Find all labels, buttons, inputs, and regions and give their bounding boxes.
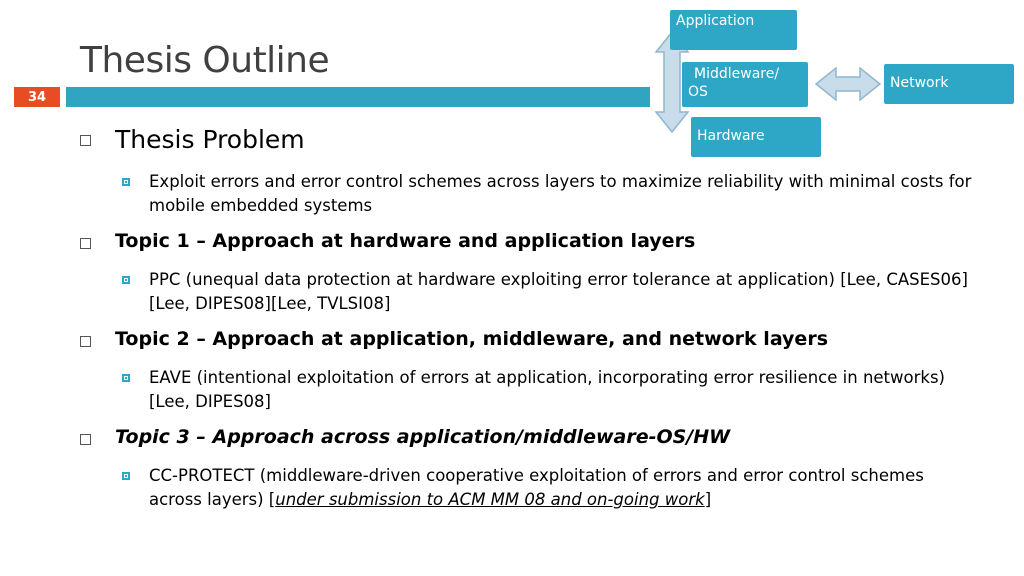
- sub-bullet-topic-3: CC-PROTECT (middleware-driven cooperativ…: [122, 464, 972, 512]
- bullet-heading: Topic 2 – Approach at application, middl…: [115, 328, 829, 350]
- middleware-os-box: Middleware/ OS: [682, 62, 808, 107]
- hollow-square-bullet-icon: [80, 336, 91, 347]
- hardware-box: Hardware: [691, 117, 821, 157]
- sub-bullet-topic-1: PPC (unequal data protection at hardware…: [122, 268, 972, 316]
- middleware-label: Middleware/: [694, 66, 780, 82]
- application-box: Application: [670, 10, 797, 50]
- application-label: Application: [676, 13, 755, 29]
- square-bullet-icon: [122, 276, 130, 284]
- os-label: OS: [688, 84, 708, 100]
- hardware-label: Hardware: [697, 128, 765, 144]
- sub-bullet-text-after: ]: [704, 490, 712, 509]
- bullet-heading: Thesis Problem: [115, 125, 305, 154]
- hollow-square-bullet-icon: [80, 238, 91, 249]
- network-box: Network: [884, 64, 1014, 104]
- sub-bullet-topic-2: EAVE (intentional exploitation of errors…: [122, 366, 972, 414]
- square-bullet-icon: [122, 374, 130, 382]
- square-bullet-icon: [122, 472, 130, 480]
- sub-bullet-text: PPC (unequal data protection at hardware…: [149, 270, 968, 313]
- hollow-square-bullet-icon: [80, 434, 91, 445]
- bullet-topic-1: Topic 1 – Approach at hardware and appli…: [80, 230, 695, 252]
- horizontal-double-arrow-icon: [814, 66, 882, 102]
- bullet-heading: Topic 1 – Approach at hardware and appli…: [115, 230, 696, 252]
- sub-bullet-text: EAVE (intentional exploitation of errors…: [149, 368, 945, 411]
- sub-bullet-thesis-problem: Exploit errors and error control schemes…: [122, 170, 972, 218]
- sub-bullet-text: Exploit errors and error control schemes…: [149, 172, 972, 215]
- bullet-topic-3: Topic 3 – Approach across application/mi…: [80, 426, 730, 448]
- hollow-square-bullet-icon: [80, 135, 91, 146]
- bullet-heading: Topic 3 – Approach across application/mi…: [115, 426, 731, 448]
- bullet-topic-2: Topic 2 – Approach at application, middl…: [80, 328, 828, 350]
- bullet-thesis-problem: Thesis Problem: [80, 125, 305, 154]
- slide-number: 34: [14, 87, 60, 107]
- network-label: Network: [890, 75, 949, 91]
- title-rule: [66, 87, 650, 107]
- square-bullet-icon: [122, 178, 130, 186]
- sub-bullet-text-before: CC-PROTECT (middleware-driven cooperativ…: [149, 466, 924, 509]
- slide-title: Thesis Outline: [80, 40, 330, 81]
- sub-bullet-text: CC-PROTECT (middleware-driven cooperativ…: [149, 464, 972, 512]
- submission-status-link: under submission to ACM MM 08 and on-goi…: [275, 490, 705, 509]
